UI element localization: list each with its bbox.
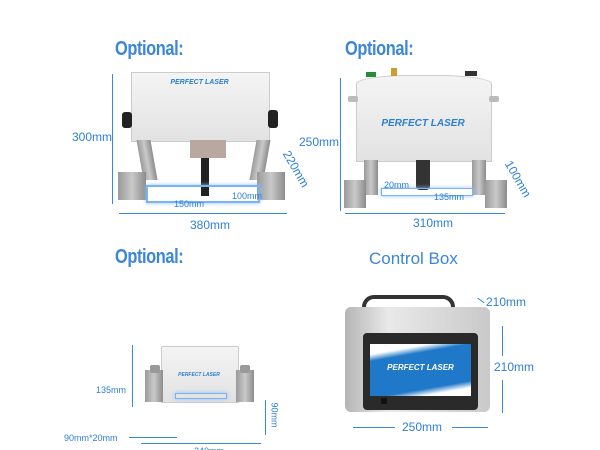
carry-handle [362, 295, 455, 313]
connector-icon [465, 71, 477, 76]
dim-width: 240mm [194, 446, 224, 450]
left-base [344, 180, 366, 208]
air-connector-icon [391, 68, 397, 76]
width-line-left [353, 427, 395, 428]
start-button-icon [366, 72, 376, 77]
right-base [257, 172, 285, 200]
dim-width: 380mm [190, 218, 231, 232]
dim-depth: 210mm [486, 295, 527, 309]
width-arrow [345, 213, 505, 214]
left-handle-icon [150, 365, 160, 373]
right-base [485, 180, 507, 208]
brand-label: PERFECT LASER [170, 79, 229, 86]
left-base [145, 370, 163, 402]
right-handle-icon [240, 365, 250, 373]
screen-brand-label: PERFECT LASER [387, 363, 454, 372]
head-mount [190, 140, 226, 158]
touch-screen[interactable] [370, 344, 471, 396]
left-leg [364, 160, 378, 195]
height-arrow [112, 74, 113, 204]
brand-label: PERFECT LASER [178, 372, 220, 378]
usb-port-icon [381, 398, 387, 404]
width-arrow [119, 213, 287, 214]
machine-body [356, 75, 492, 162]
dim-width: 310mm [413, 216, 454, 230]
right-handle-icon [268, 110, 278, 128]
depth-mark [477, 297, 485, 304]
brand-label: PERFECT LASER [381, 118, 465, 129]
height-line-bottom [502, 380, 503, 413]
dim-field-x: 150mm [174, 199, 205, 209]
left-handle-icon [348, 96, 358, 102]
marking-field [381, 188, 473, 196]
marking-field [146, 185, 260, 203]
depth-arrow [265, 400, 266, 435]
left-base [118, 172, 146, 200]
marking-needle [201, 158, 209, 196]
width-line-right [452, 427, 488, 428]
left-handle-icon [122, 112, 132, 128]
dim-field-y: 100mm [232, 191, 263, 201]
dim-height: 135mm [96, 385, 127, 395]
dim-height: 300mm [72, 130, 113, 144]
panel2-heading: Optional: [345, 38, 414, 60]
right-leg [472, 160, 486, 195]
panel3-heading: Optional: [115, 246, 184, 268]
dim-field: 90mm*20mm [64, 433, 118, 443]
right-base [236, 370, 254, 402]
dim-field-x: 135mm [434, 192, 465, 202]
control-box-heading: Control Box [369, 249, 458, 268]
dim-depth: 90mm [269, 402, 280, 428]
dim-width: 250mm [402, 420, 443, 434]
dim-height: 210mm [494, 360, 535, 374]
right-handle-icon [489, 96, 499, 102]
width-arrow [141, 443, 261, 444]
height-arrow [340, 78, 341, 211]
dim-field-y: 20mm [384, 180, 410, 190]
dim-height: 250mm [299, 135, 340, 149]
height-arrow [132, 345, 133, 407]
field-arrow [129, 437, 177, 438]
machine-body [131, 72, 270, 142]
height-line-top [502, 326, 503, 356]
marking-needle [416, 160, 430, 190]
marking-field [175, 393, 227, 399]
panel1-heading: Optional: [115, 38, 184, 60]
